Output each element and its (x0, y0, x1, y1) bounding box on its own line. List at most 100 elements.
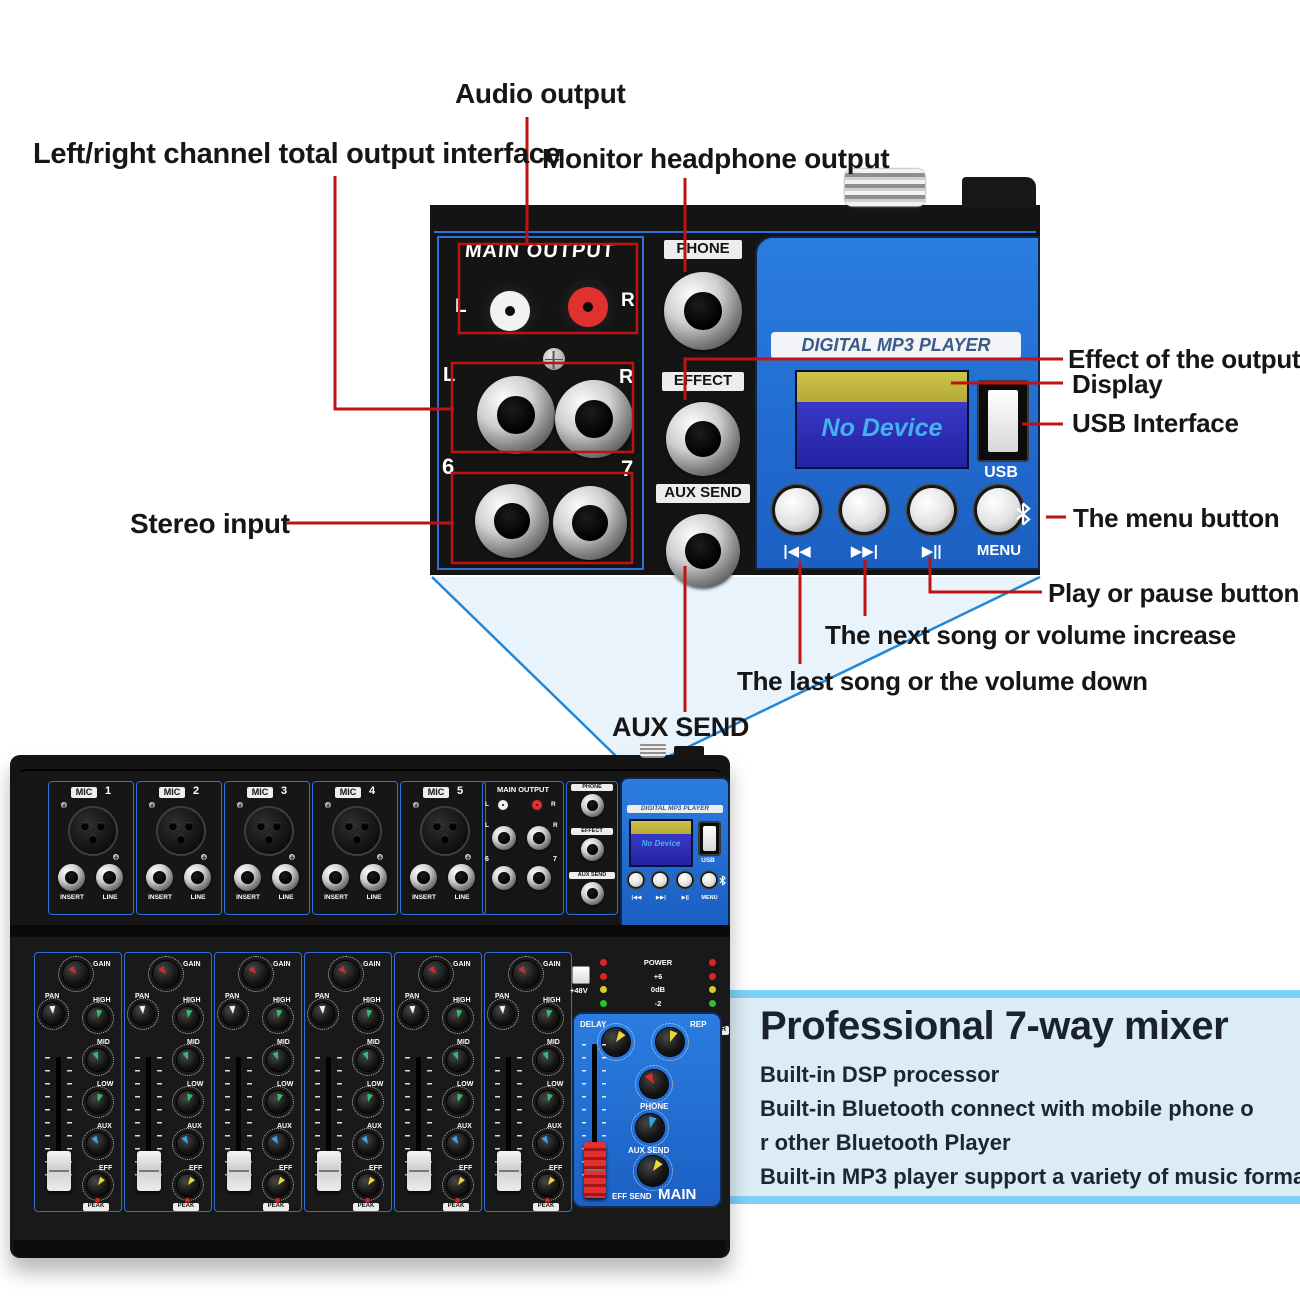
mp3-buttons: |◀◀ ▶▶| ▶|| MENU (767, 486, 1029, 562)
main-output-zone: MAIN OUTPUT L R L R 6 7 (437, 236, 644, 570)
mp3-display: No Device (795, 370, 969, 469)
channel-strip: GAIN PAN HIGH MID LOW AUX EFF (34, 952, 122, 1212)
insert-jack (234, 864, 261, 891)
low-label: LOW (97, 1081, 114, 1088)
low-label: LOW (547, 1081, 564, 1088)
peak-label: PEAK (533, 1203, 559, 1211)
usb-label: USB (984, 464, 1018, 481)
aux-label: AUX (547, 1123, 562, 1130)
mid-knob (532, 1044, 564, 1076)
low-label: LOW (367, 1081, 384, 1088)
display-band (797, 372, 967, 402)
jack-left-label: L (443, 364, 456, 386)
gain-knob (418, 956, 454, 992)
fader-cap (137, 1151, 161, 1191)
mp3-button (976, 488, 1021, 532)
rear-mp3-button (653, 873, 668, 887)
eff-label: EFF (369, 1165, 383, 1172)
insert-label: INSERT (148, 894, 172, 901)
pan-label: PAN (495, 993, 510, 1000)
gain-knob (328, 956, 364, 992)
gain-label: GAIN (453, 961, 471, 968)
aux-label: AUX (457, 1123, 472, 1130)
gain-label: GAIN (363, 961, 381, 968)
high-knob (262, 1002, 294, 1034)
insert-jack (58, 864, 85, 891)
low-label: LOW (277, 1081, 294, 1088)
pan-label: PAN (135, 993, 150, 1000)
fader-track (236, 1057, 241, 1187)
rear-mp3-button (701, 873, 716, 887)
mp3-button-group: ▶▶| (834, 486, 894, 562)
mic-channels: MIC 1 INSERT LINE MIC 2 (48, 781, 486, 915)
callout-audio-output: Audio output (455, 78, 626, 109)
fader-track (506, 1057, 511, 1187)
aux-knob (82, 1128, 114, 1160)
aux-label: AUX (277, 1123, 292, 1130)
high-label: HIGH (93, 997, 111, 1004)
aux-label: AUX (187, 1123, 202, 1130)
feature-title: Professional 7-way mixer (760, 1004, 1229, 1048)
peak-label: PEAK (263, 1203, 289, 1211)
line-label: LINE (366, 894, 382, 901)
rear-jack-r-label: R (553, 822, 558, 829)
peak-led (455, 1198, 460, 1203)
meter-led-right (709, 999, 716, 1007)
mp3-button-group: |◀◀ (767, 486, 827, 562)
aux-knob (442, 1128, 474, 1160)
fader-ticks-right (247, 1057, 252, 1187)
feature-box: Professional 7-way mixer Built-in DSP pr… (722, 990, 1300, 1204)
usb-port (977, 380, 1029, 462)
insert-label: INSERT (236, 894, 260, 901)
eff-knob (262, 1169, 294, 1201)
peak-led (185, 1198, 190, 1203)
high-knob (172, 1002, 204, 1034)
rear-aux-send-label: AUX SEND (569, 872, 615, 879)
rear-display-text: No Device (641, 839, 681, 848)
feature-box-top-strip (722, 990, 1300, 998)
bluetooth-icon (1016, 502, 1031, 526)
channel-strips: GAIN PAN HIGH MID LOW AUX EFF (34, 952, 572, 1212)
output-jack-left (477, 376, 555, 454)
eff-knob (442, 1169, 474, 1201)
mp3-player-panel: DIGITAL MP3 PLAYER No Device USB |◀◀ ▶▶|… (755, 236, 1040, 570)
low-knob (262, 1086, 294, 1118)
rear-display-band (631, 821, 691, 834)
rear-mp3-button-group: |◀◀ (626, 871, 647, 907)
rca-left-label: L (455, 296, 467, 317)
pan-label: PAN (405, 993, 420, 1000)
io-zone: PHONE EFFECT AUX SEND (642, 236, 757, 588)
eff-label: EFF (99, 1165, 113, 1172)
xlr-screw-bottom (113, 854, 119, 860)
master-aux-knob (631, 1109, 669, 1147)
antenna-connector-small (640, 742, 666, 758)
mid-knob (172, 1044, 204, 1076)
fader-ticks-left (405, 1057, 410, 1187)
xlr-screw-top (149, 802, 155, 808)
gain-label: GAIN (543, 961, 561, 968)
channel-number: 1 (105, 785, 112, 797)
meter-row: POWER (600, 956, 716, 970)
line-jack (448, 864, 475, 891)
low-knob (82, 1086, 114, 1118)
fader-cap (317, 1151, 341, 1191)
xlr-screw-bottom (465, 854, 471, 860)
rear-mp3-button (629, 873, 643, 887)
insert-label: INSERT (412, 894, 436, 901)
rear-output-jack-l (492, 826, 516, 850)
fader-ticks-right (157, 1057, 162, 1187)
callout-monitor-headphone: Monitor headphone output (542, 143, 890, 174)
channel-number: 4 (369, 785, 376, 797)
gain-knob (148, 956, 184, 992)
mp3-button-symbol: |◀◀ (783, 543, 811, 560)
xlr-connector (156, 806, 206, 856)
rear-input-jack-6 (492, 866, 516, 890)
mid-label: MID (277, 1039, 290, 1046)
fader-track (56, 1057, 61, 1187)
meter-row: +6 (600, 970, 716, 984)
fader-ticks-right (67, 1057, 72, 1187)
rca-right-label: R (621, 290, 635, 311)
aux-knob (172, 1128, 204, 1160)
line-label: LINE (102, 894, 118, 901)
antenna-connector (845, 169, 925, 207)
